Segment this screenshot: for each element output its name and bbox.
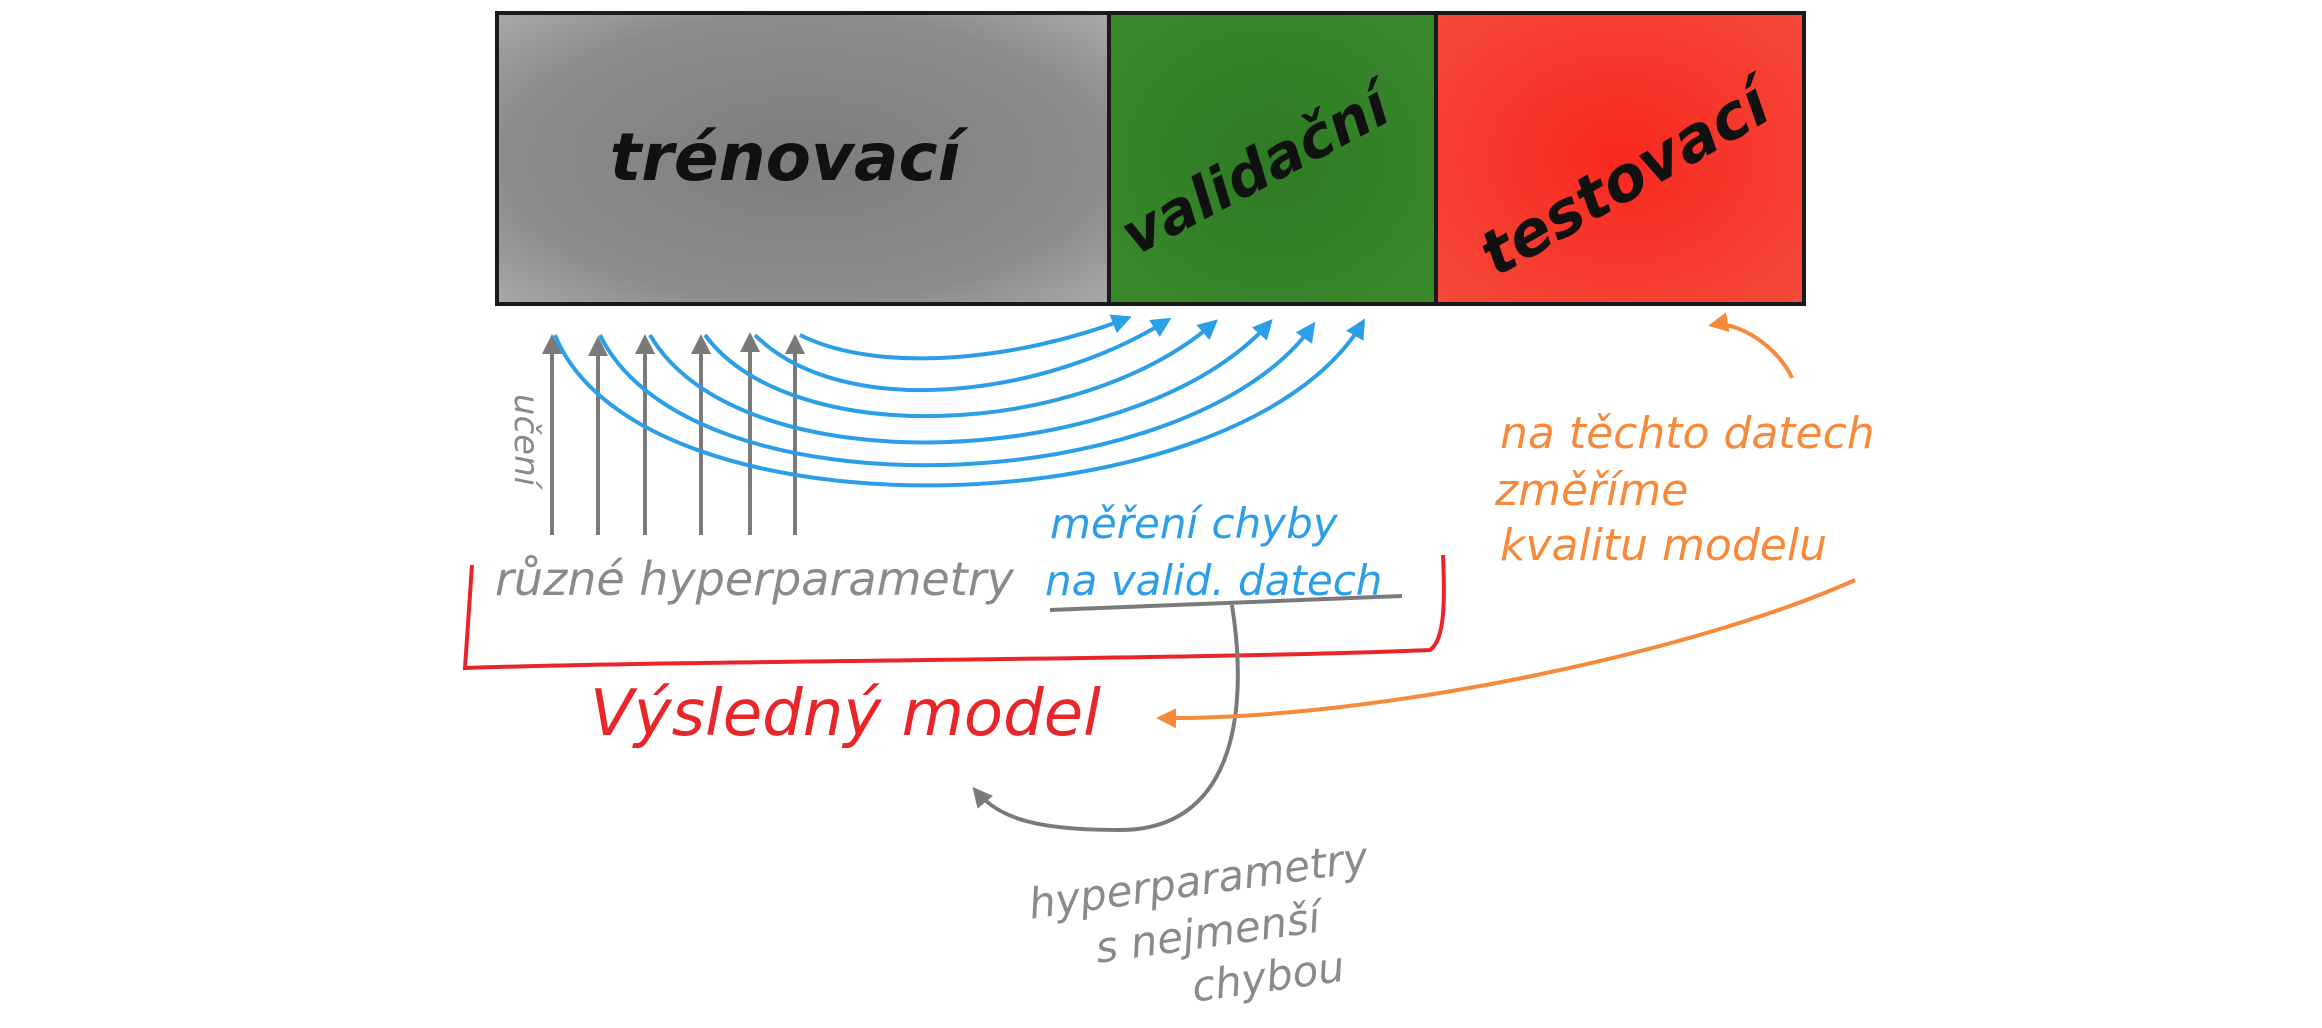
validation-arrows xyxy=(553,314,1366,488)
valid-block xyxy=(1109,13,1436,304)
test-note-line2: změříme xyxy=(1494,465,1688,516)
error-underline xyxy=(1049,594,1403,612)
error-label-line2: na valid. datech xyxy=(1045,556,1382,605)
test-note-line1: na těchto datech xyxy=(1500,408,1875,459)
training-label: učení xyxy=(506,394,546,491)
best-hyperparams-arrow xyxy=(972,604,1240,833)
error-label-line1: měření chyby xyxy=(1050,499,1339,548)
test-eval-arrow xyxy=(1156,578,1856,729)
blocks-outline xyxy=(495,11,1806,306)
test-data-arrow xyxy=(1708,312,1794,379)
result-bracket xyxy=(462,554,1446,671)
test-block xyxy=(1436,13,1804,304)
hyperparams-label: různé hyperparametry xyxy=(495,552,1015,606)
test-note: na těchto datech změříme kvalitu modelu xyxy=(1494,408,1875,571)
test-note-line3: kvalitu modelu xyxy=(1500,520,1827,571)
best-hyperparams-label: hyperparametry s nejmenší chybou xyxy=(1026,832,1373,1011)
data-blocks: trénovací validační testovací xyxy=(495,11,1806,306)
result-model-label: Výsledný model xyxy=(590,677,1101,751)
train-block xyxy=(497,13,1109,304)
train-label: trénovací xyxy=(610,119,970,196)
training-arrows xyxy=(542,332,805,535)
